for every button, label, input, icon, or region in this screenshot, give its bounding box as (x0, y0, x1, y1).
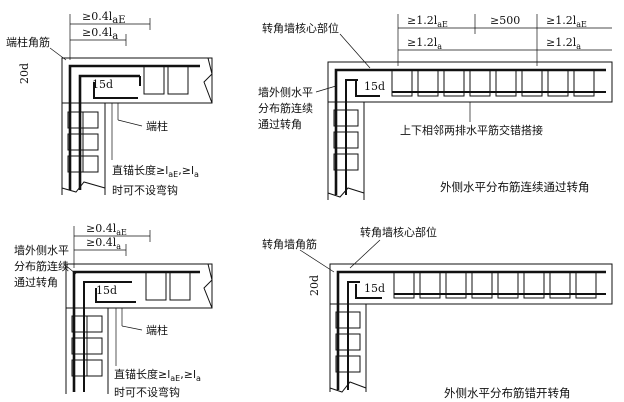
caption-bottom-right: 外侧水平分布筋错开转角 (444, 386, 571, 400)
dim-top-1: ≥0.4laE (86, 222, 127, 237)
dim-b: ≥1.2la (407, 36, 442, 51)
panel-bottom-right: 转角墙角筋 转角墙核心部位 20d 15d 外侧水平分布筋错开转角 (262, 225, 613, 400)
side-label-1: 墙外侧水平 (258, 85, 313, 99)
dim-side: 20d (18, 63, 31, 84)
dim-d: ≥1.2la (546, 36, 581, 51)
side-label-3: 通过转角 (258, 117, 302, 131)
label-core: 转角墙核心部位 (360, 225, 437, 239)
label-core: 转角墙核心部位 (262, 21, 339, 35)
side-label-3: 通过转角 (14, 275, 58, 289)
label-corner-bar: 转角墙角筋 (262, 237, 317, 251)
note-line-1: 直锚长度≥laE,≥la (112, 163, 199, 179)
note-line-2: 时可不设弯钩 (114, 385, 180, 399)
side-label-1: 墙外侧水平 (14, 243, 69, 257)
dim-top-2: ≥0.4la (86, 236, 121, 251)
caption-top-right: 外侧水平分布筋连续通过转角 (440, 180, 590, 194)
label-corner-bar: 端柱角筋 (6, 35, 50, 49)
label-column: 端柱 (146, 119, 168, 133)
dim-hook: 15d (364, 282, 385, 295)
dim-c: ≥1.2laE (546, 14, 587, 29)
side-label-2: 分布筋连续 (14, 259, 69, 273)
side-label-2: 分布筋连续 (258, 101, 313, 115)
panel-top-left: ≥0.4laE ≥0.4la 端柱角筋 20d 15d 端柱 (6, 10, 213, 197)
note-line-1: 直锚长度≥laE,≥la (114, 367, 201, 383)
label-column: 端柱 (146, 323, 168, 337)
dim-hook: 15d (364, 80, 385, 93)
dim-hook: 15d (92, 78, 113, 91)
dim-side: 20d (308, 275, 321, 296)
panel-top-right: 转角墙核心部位 ≥1.2laE ≥1.2la ≥500 ≥1.2laE ≥1.2… (258, 14, 613, 200)
dim-a: ≥1.2laE (407, 14, 448, 29)
dim-hook: 15d (96, 284, 117, 297)
note-line-2: 时可不设弯钩 (112, 183, 178, 197)
dim-mid: ≥500 (490, 14, 520, 27)
lap-label: 上下相邻两排水平筋交错搭接 (400, 123, 543, 137)
panel-bottom-left: ≥0.4laE ≥0.4la 墙外侧水平 分布筋连续 通过转角 15d 端柱 直… (14, 222, 213, 399)
dim-top-2: ≥0.4la (82, 26, 118, 42)
dim-top-1: ≥0.4laE (82, 10, 126, 26)
